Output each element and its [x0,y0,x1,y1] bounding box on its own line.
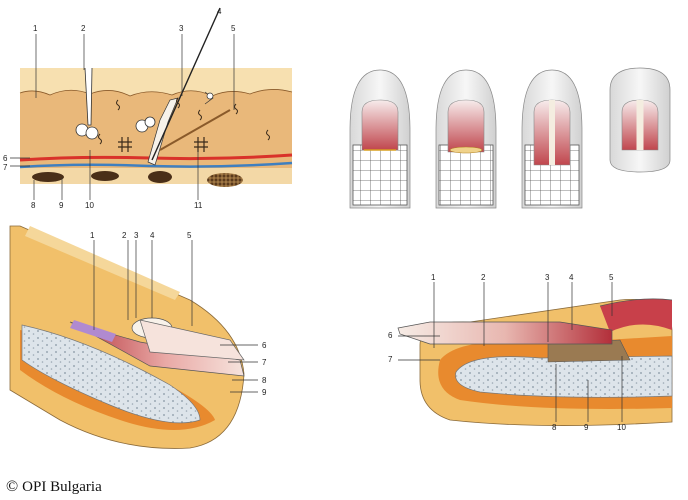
credit-text: OPI Bulgaria [22,479,102,495]
section-bone [455,355,673,398]
section-label-2: 2 [481,273,486,282]
side-label-8: 8 [262,376,267,385]
section-label-10: 10 [617,423,626,432]
finger-side-view-panel: 1 2 3 4 5 6 7 8 9 [9,225,267,449]
skin-label-5: 5 [231,24,236,33]
skin-label-4: 4 [217,7,222,16]
skin-label-1: 1 [33,24,38,33]
skin-cross-section-panel: 1 2 3 4 5 6 7 8 9 10 11 [3,7,293,210]
nail-step-3 [521,69,583,209]
side-label-9: 9 [262,388,267,397]
section-label-1: 1 [431,273,436,282]
bone [21,324,201,424]
skin-label-2: 2 [81,24,86,33]
section-label-6: 6 [388,331,393,340]
skin-label-3: 3 [179,24,184,33]
skin-label-7: 7 [3,163,8,172]
section-label-3: 3 [545,273,550,282]
copyright-credit: ©OPI Bulgaria [6,478,102,496]
section-label-4: 4 [569,273,574,282]
skin-label-8: 8 [31,201,36,210]
side-label-6: 6 [262,341,267,350]
nail-step-4 [609,67,671,173]
nail-step-2 [435,69,497,209]
side-label-2: 2 [122,231,127,240]
section-label-8: 8 [552,423,557,432]
side-label-4: 4 [150,231,155,240]
section-label-7: 7 [388,355,393,364]
section-label-5: 5 [609,273,614,282]
side-label-3: 3 [134,231,139,240]
nail-section-panel: 1 2 3 4 5 6 7 8 9 10 [388,273,673,432]
skin-label-11: 11 [194,201,203,210]
skin-label-6: 6 [3,154,8,163]
nail-steps-panel [349,67,671,209]
hair-shaft [151,7,221,161]
vein [19,161,293,169]
skin-label-9: 9 [59,201,64,210]
section-nail-plate [397,321,613,345]
copyright-symbol: © [6,478,19,495]
side-label-5: 5 [187,231,192,240]
nail-step-1 [349,69,411,209]
side-label-7: 7 [262,358,267,367]
skin-label-10: 10 [85,201,94,210]
side-label-1: 1 [90,231,95,240]
section-label-9: 9 [584,423,589,432]
